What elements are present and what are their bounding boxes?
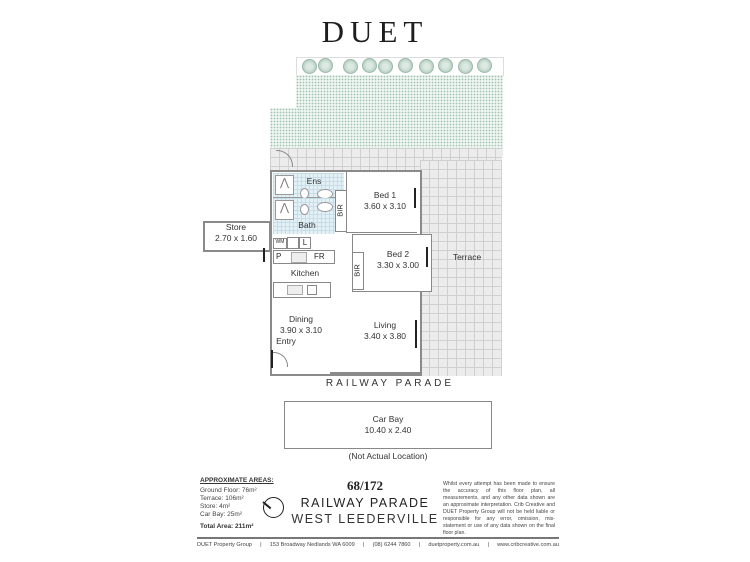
tree-icon [362, 58, 377, 73]
tree-icon [419, 59, 434, 74]
terrace-label: Terrace [452, 252, 482, 262]
bir-closet-2 [352, 252, 364, 290]
living-label: Living 3.40 x 3.80 [363, 320, 407, 341]
cooktop-icon [291, 252, 307, 263]
footer-sep: | [260, 542, 262, 548]
areas-block: APPROXIMATE AREAS: Ground Floor: 76m² Te… [200, 477, 290, 530]
tree-icon [343, 59, 358, 74]
bed1-window [414, 188, 416, 208]
area-total: Total Area: 211m² [200, 523, 254, 530]
street-label: RAILWAY PARADE [325, 378, 455, 389]
tree-icon [318, 58, 333, 73]
area-terrace: Terrace: 106m² [200, 495, 244, 502]
suburb-name: WEST LEEDERVILLE [291, 512, 439, 526]
kitchen-island [273, 282, 331, 298]
store-room [203, 221, 271, 252]
bed1-room [346, 172, 417, 233]
bed2-window [426, 247, 428, 267]
living-window [415, 320, 417, 348]
north-compass-icon [262, 497, 284, 518]
area-ground: Ground Floor: 76m² [200, 487, 257, 494]
bir-label-2: BIR [352, 264, 362, 277]
footer-sep: | [362, 542, 365, 548]
entry-door [271, 350, 273, 368]
car-bay [284, 401, 492, 449]
store-door [263, 248, 265, 262]
street-name: RAILWAY PARADE [300, 496, 430, 510]
entry-label: Entry [276, 336, 296, 346]
dishwasher-icon [307, 285, 317, 295]
pantry-label: P [276, 252, 282, 261]
laundry-label: L [299, 237, 311, 249]
footer-web-duet[interactable]: duetproperty.com.au [428, 542, 480, 548]
disclaimer: Whilst every attempt has been made to en… [443, 481, 555, 536]
footer-address: 153 Broadway Nedlands WA 6009 [269, 542, 355, 548]
area-carbay: Car Bay: 25m² [200, 511, 242, 518]
kitchen-bench: P FR [273, 250, 335, 264]
washer-label: WM [273, 238, 287, 249]
tree-icon [458, 59, 473, 74]
duet-logo: DUET [321, 14, 429, 49]
tree-icon [398, 58, 413, 73]
bed2-room [352, 234, 432, 292]
footer-web-crib[interactable]: www.cribcreative.com.au [497, 542, 559, 548]
bed1-label: Bed 1 3.60 x 3.10 [363, 190, 407, 211]
footer-phone: (08) 6244 7860 [372, 542, 411, 548]
shower-icon: ⋀ [275, 200, 294, 220]
car-bay-note: (Not Actual Location) [348, 451, 428, 461]
footer-sep: | [487, 542, 489, 548]
car-bay-label: Car Bay 10.40 x 2.40 [364, 414, 412, 435]
footer: DUET Property Group | 153 Broadway Nedla… [197, 542, 559, 548]
tree-icon [438, 58, 453, 73]
tree-icon [477, 58, 492, 73]
store-label: Store 2.70 x 1.60 [214, 222, 258, 243]
kitchen-label: Kitchen [290, 268, 320, 278]
laundry-sink [287, 237, 299, 249]
living-wing [330, 290, 422, 374]
address-block: 68/172 RAILWAY PARADE WEST LEEDERVILLE [290, 478, 440, 526]
area-store: Store: 4m² [200, 503, 231, 510]
tree-icon [378, 59, 393, 74]
footer-company: DUET Property Group [197, 542, 252, 548]
sink-icon [287, 285, 303, 295]
terrace-area-right [420, 160, 502, 376]
fridge-label: FR [314, 252, 325, 261]
bath-label: Bath [298, 220, 316, 230]
garden-area [296, 75, 503, 157]
shower-icon: ⋀ [275, 175, 294, 195]
laundry-row: WM L [273, 236, 333, 249]
bed2-label: Bed 2 3.30 x 3.00 [376, 249, 420, 270]
footer-divider [197, 537, 559, 539]
ensuite-label: Ens [306, 176, 322, 186]
areas-title: APPROXIMATE AREAS: [200, 477, 274, 484]
bir-label-1: BIR [335, 204, 345, 217]
unit-number: 68/172 [346, 478, 384, 493]
toilet-icon [300, 204, 309, 215]
tree-icon [302, 59, 317, 74]
basin-icon [317, 202, 333, 212]
dining-label: Dining 3.90 x 3.10 [279, 314, 323, 335]
footer-sep: | [418, 542, 421, 548]
